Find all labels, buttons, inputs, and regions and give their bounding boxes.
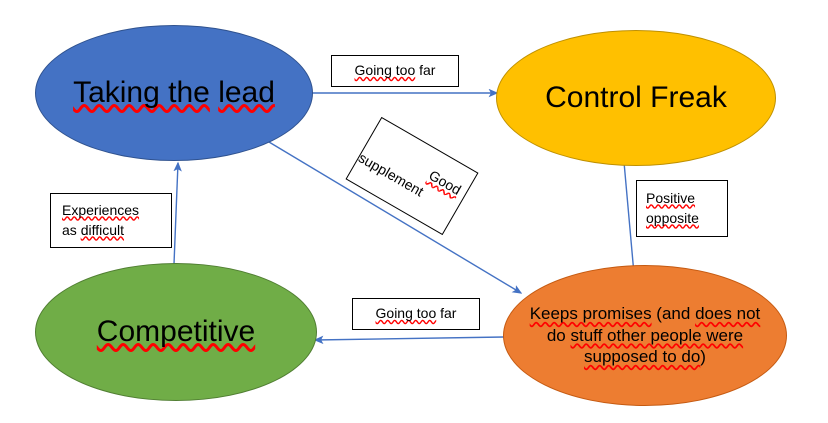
edge-label-experiences-as-difficult[interactable]: Experiences as difficult: [50, 193, 172, 248]
edge-label-line: Good: [426, 167, 464, 199]
edge-label-line: opposite: [646, 209, 699, 226]
edge-label-text: Going too far: [354, 62, 436, 79]
edge-label-line: Positive: [646, 189, 696, 206]
node-keeps-promises-label: Keeps promises (and does not do stuff ot…: [529, 304, 761, 367]
edge-label-line: as difficult: [62, 221, 125, 238]
node-keeps-promises[interactable]: Keeps promises (and does not do stuff ot…: [503, 265, 787, 406]
edge-label-line: Experiences: [62, 201, 140, 218]
node-taking-the-lead[interactable]: Taking the lead: [35, 25, 313, 161]
node-control-freak-label: Control Freak: [545, 81, 727, 115]
node-competitive-label: Competitive: [96, 315, 256, 349]
edge-label-going-too-far-bottom[interactable]: Going too far: [352, 298, 480, 330]
edge-lead-to-keeps: [268, 141, 523, 294]
edge-label-positive-opposite[interactable]: Positive opposite: [636, 180, 728, 237]
node-competitive[interactable]: Competitive: [35, 263, 317, 401]
edge-keeps-to-competitive: [313, 335, 505, 345]
edge-control-to-keeps: [623, 161, 638, 276]
edge-label-going-too-far-top[interactable]: Going too far: [331, 55, 459, 87]
edge-label-text: Going too far: [375, 305, 457, 322]
node-taking-the-lead-label: Taking the lead: [73, 76, 275, 110]
node-control-freak[interactable]: Control Freak: [496, 30, 776, 166]
edge-competitive-to-lead: [173, 161, 182, 265]
